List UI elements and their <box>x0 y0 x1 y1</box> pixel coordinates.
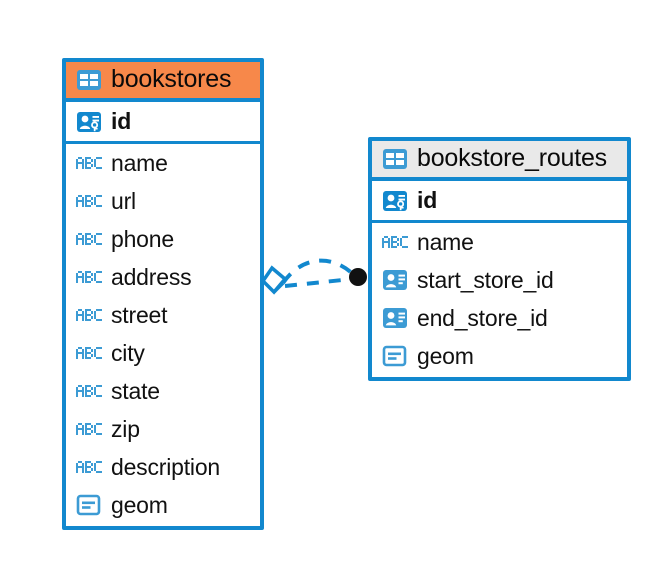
relationship-path-upper <box>281 258 356 285</box>
geometry-icon <box>382 344 408 368</box>
field-row-name[interactable]: name <box>372 223 627 261</box>
field-label: description <box>111 453 221 480</box>
text-abc-icon <box>382 235 408 249</box>
primary-key-icon <box>382 188 408 214</box>
entity-header-bookstores[interactable]: bookstores <box>66 62 260 102</box>
entity-title: bookstores <box>111 65 232 93</box>
text-abc-icon <box>76 270 102 284</box>
field-label: name <box>111 149 168 176</box>
geometry-icon <box>76 493 102 517</box>
field-row-zip[interactable]: zip <box>66 410 260 448</box>
field-label: id <box>111 108 132 134</box>
filled-circle-marker <box>349 268 367 286</box>
field-row-start-store-id[interactable]: start_store_id <box>372 261 627 299</box>
entity-header-bookstore-routes[interactable]: bookstore_routes <box>372 141 627 181</box>
foreign-key-icon <box>382 306 408 330</box>
field-label: name <box>417 228 474 255</box>
field-row-id[interactable]: id <box>372 181 627 223</box>
text-abc-icon <box>76 156 102 170</box>
field-label: id <box>417 187 438 213</box>
field-label: end_store_id <box>417 304 548 331</box>
text-abc-icon <box>76 460 102 474</box>
field-row-url[interactable]: url <box>66 182 260 220</box>
field-label: city <box>111 339 145 366</box>
field-label: zip <box>111 415 140 442</box>
field-row-description[interactable]: description <box>66 448 260 486</box>
table-icon <box>382 148 408 170</box>
field-label: street <box>111 301 168 328</box>
field-label: state <box>111 377 160 404</box>
relationship-path-lower <box>284 277 353 288</box>
text-abc-icon <box>76 384 102 398</box>
field-label: geom <box>417 342 474 369</box>
field-label: url <box>111 187 136 214</box>
text-abc-icon <box>76 194 102 208</box>
text-abc-icon <box>76 422 102 436</box>
field-row-id[interactable]: id <box>66 102 260 144</box>
text-abc-icon <box>76 346 102 360</box>
field-label: address <box>111 263 192 290</box>
text-abc-icon <box>76 308 102 322</box>
field-label: phone <box>111 225 174 252</box>
field-row-street[interactable]: street <box>66 296 260 334</box>
field-label: geom <box>111 491 168 518</box>
diamond-marker <box>260 265 288 295</box>
field-row-geom[interactable]: geom <box>66 486 260 524</box>
entity-table-bookstores[interactable]: bookstores id <box>62 58 264 530</box>
field-row-name[interactable]: name <box>66 144 260 182</box>
entity-title: bookstore_routes <box>417 144 607 172</box>
table-icon <box>76 69 102 91</box>
primary-key-icon <box>76 109 102 135</box>
field-row-state[interactable]: state <box>66 372 260 410</box>
field-row-address[interactable]: address <box>66 258 260 296</box>
foreign-key-icon <box>382 268 408 292</box>
field-row-phone[interactable]: phone <box>66 220 260 258</box>
field-row-city[interactable]: city <box>66 334 260 372</box>
field-list: id <box>66 102 260 526</box>
field-label: start_store_id <box>417 266 554 293</box>
field-row-geom[interactable]: geom <box>372 337 627 375</box>
text-abc-icon <box>76 232 102 246</box>
entity-table-bookstore-routes[interactable]: bookstore_routes id <box>368 137 631 381</box>
field-row-end-store-id[interactable]: end_store_id <box>372 299 627 337</box>
field-list: id nam <box>372 181 627 377</box>
